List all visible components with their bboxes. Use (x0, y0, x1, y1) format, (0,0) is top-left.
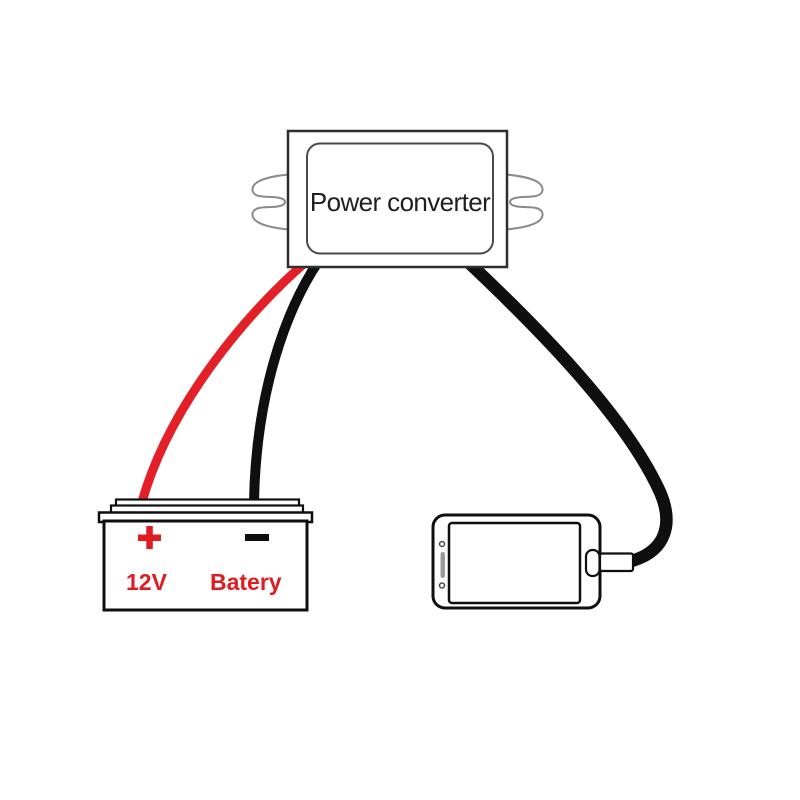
phone-screen (447, 521, 582, 605)
phone-camera-icon (438, 540, 446, 548)
battery-positive-terminal-symbol: + (138, 526, 161, 549)
converter-label: Power converter (310, 187, 491, 217)
battery-voltage-label: 12V (126, 569, 168, 595)
converter-face (306, 142, 494, 255)
battery-negative-terminal-symbol: − (245, 534, 269, 541)
battery-body (102, 519, 309, 612)
battery-positive-wire: + (137, 258, 309, 504)
battery: + − 12V Batery (97, 498, 314, 612)
battery-name-label: Batery (210, 569, 282, 595)
mounting-tab-right (505, 173, 544, 231)
battery-negative-wire: − (249, 259, 323, 503)
usb-connector (598, 552, 635, 573)
usb-cable (459, 253, 673, 569)
phone-speaker-icon (440, 552, 445, 578)
mounting-tab-left (251, 173, 290, 231)
phone-sensor-icon (438, 582, 446, 589)
power-converter: Power converter (251, 129, 544, 269)
phone (431, 513, 635, 610)
phone-home-button (584, 548, 601, 578)
